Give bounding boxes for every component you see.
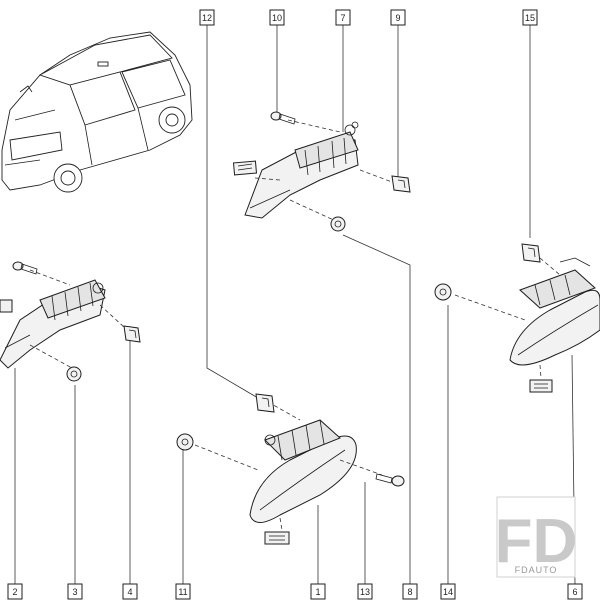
svg-text:2: 2: [12, 587, 17, 597]
svg-text:12: 12: [202, 13, 212, 23]
gasket-icon: [264, 531, 290, 545]
clip-icon: [521, 243, 541, 263]
svg-text:10: 10: [272, 13, 282, 23]
clip-icon: [123, 325, 141, 343]
callout-8: 8: [402, 583, 418, 600]
svg-text:FDAUTO: FDAUTO: [515, 565, 558, 575]
callout-3: 3: [67, 583, 83, 600]
clip-icon: [255, 393, 275, 413]
callout-13: 13: [357, 583, 373, 600]
svg-text:7: 7: [340, 13, 345, 23]
callout-4: 4: [122, 583, 138, 600]
screw-icon: [375, 473, 405, 487]
gasket-icon: [0, 299, 13, 313]
door-handle-icon: [244, 121, 359, 219]
svg-text:13: 13: [360, 587, 370, 597]
screw-icon: [66, 366, 82, 382]
door-handle-icon: [0, 279, 106, 369]
screw-icon: [176, 433, 194, 451]
gasket-icon: [529, 379, 553, 393]
svg-text:8: 8: [407, 587, 412, 597]
callout-10: 10: [269, 9, 285, 26]
callout-9: 9: [390, 9, 406, 26]
screw-icon: [270, 111, 296, 125]
screw-icon: [434, 283, 452, 301]
svg-text:11: 11: [178, 587, 187, 597]
clip-icon: [391, 175, 411, 193]
screw-icon: [330, 216, 346, 232]
callout-2: 2: [7, 583, 23, 600]
door-handle-icon: [509, 257, 600, 366]
svg-text:6: 6: [572, 587, 577, 597]
screw-icon: [12, 261, 38, 275]
svg-text:15: 15: [525, 13, 535, 23]
svg-text:3: 3: [72, 587, 77, 597]
svg-text:9: 9: [395, 13, 400, 23]
callout-14: 14: [440, 583, 456, 600]
callout-6: 6: [567, 583, 583, 600]
callout-7: 7: [335, 9, 351, 26]
callout-11: 11: [175, 583, 191, 600]
svg-text:4: 4: [127, 587, 132, 597]
callout-12: 12: [199, 9, 215, 26]
svg-text:1: 1: [315, 587, 320, 597]
door-handle-icon: [249, 419, 357, 523]
car-overview-icon: [1, 31, 193, 193]
gasket-icon: [232, 160, 258, 176]
svg-text:14: 14: [443, 587, 453, 597]
leader-lines: [14, 25, 576, 585]
callout-1: 1: [310, 583, 326, 600]
callout-15: 15: [522, 9, 538, 26]
watermark-logo: FD FDAUTO: [495, 496, 578, 578]
svg-text:FD: FD: [495, 507, 578, 576]
